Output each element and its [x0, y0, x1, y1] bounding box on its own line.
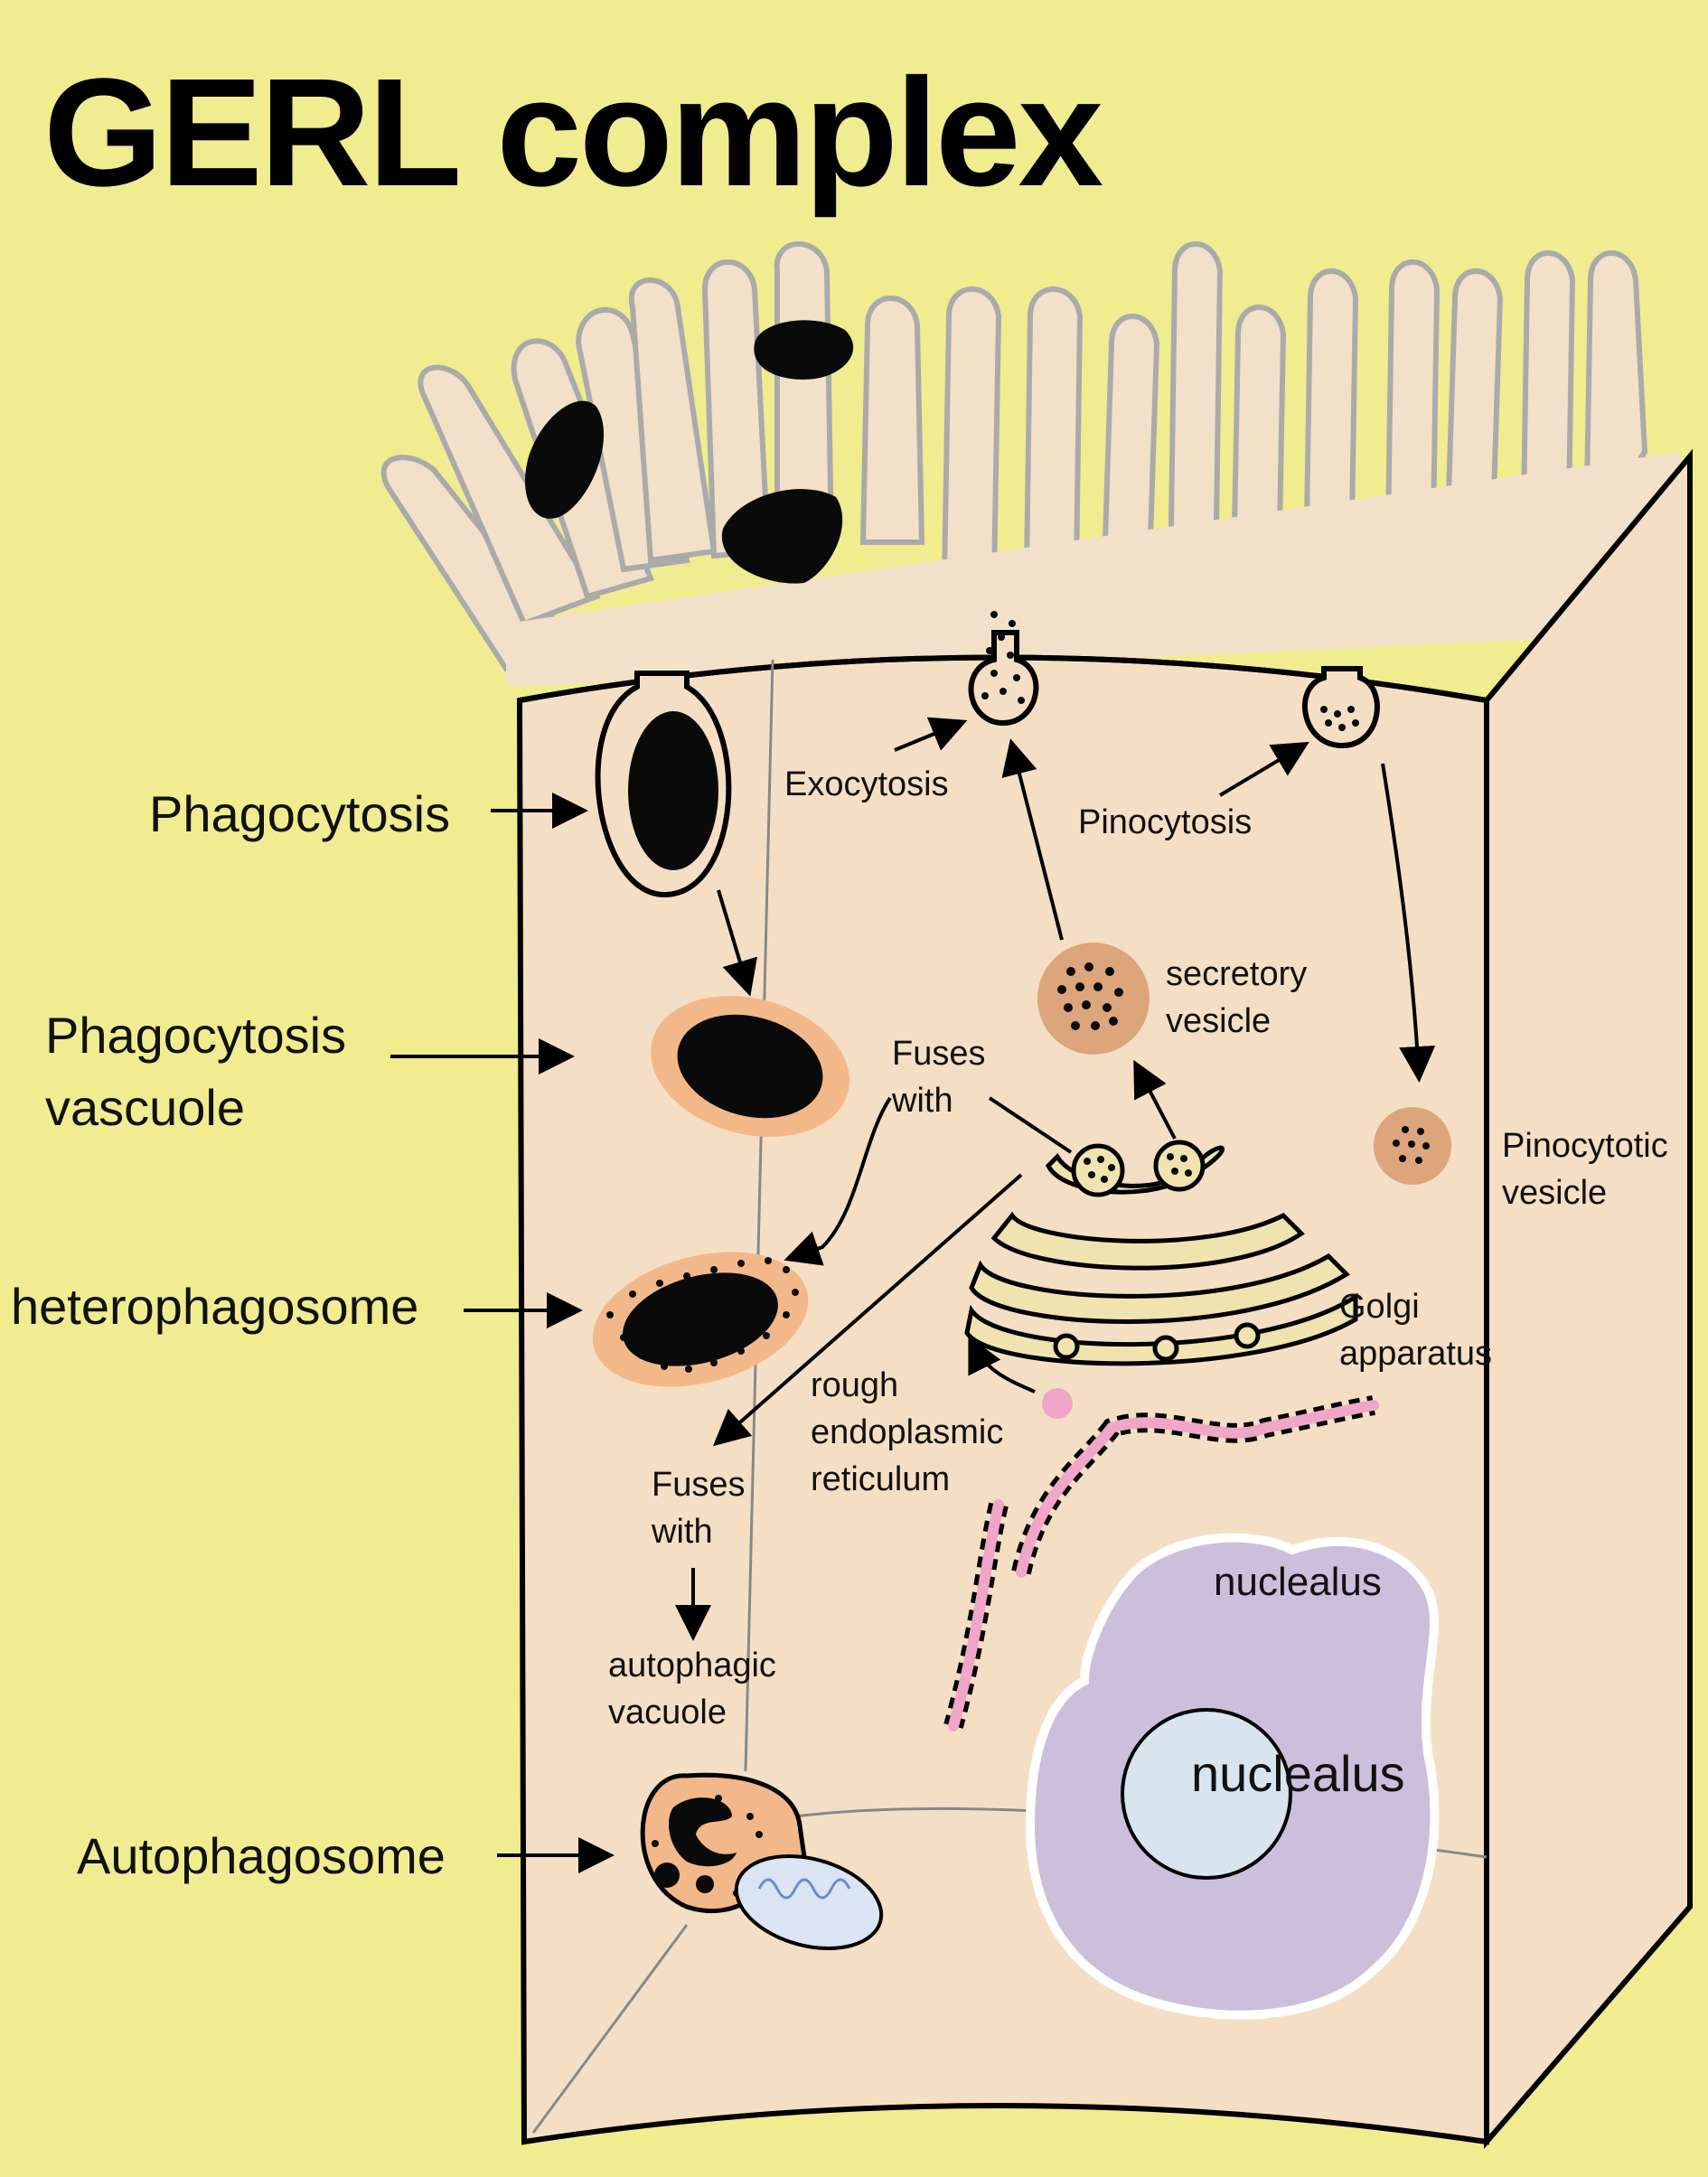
label-golgi-line1: Golgi — [1339, 1288, 1420, 1326]
secretory-vesicle — [1037, 943, 1150, 1055]
label-phagocytosis: Phagocytosis — [149, 785, 450, 842]
label-fuses-with-upper-line1: Fuses — [892, 1035, 985, 1073]
label-golgi-line2: apparatus — [1339, 1335, 1492, 1373]
label-secretory-vesicle-line1: secretory — [1166, 955, 1307, 993]
label-heterophagosome: heterophagosome — [11, 1278, 418, 1335]
label-fuses-with-lower-line1: Fuses — [652, 1466, 745, 1504]
label-rough-er-line1: rough — [811, 1366, 898, 1404]
label-fuses-with-lower-line2: with — [651, 1513, 713, 1551]
label-autophagic-vacuole-line2: vacuole — [608, 1694, 727, 1731]
label-fuses-with-upper-line2: with — [891, 1082, 953, 1120]
label-rough-er-line3: reticulum — [811, 1460, 950, 1498]
label-autophagic-vacuole-line1: autophagic — [608, 1647, 776, 1684]
golgi-vesicle-dots — [1084, 1153, 1192, 1183]
engulfed-particles — [525, 320, 854, 584]
heterophagosome — [592, 1252, 809, 1387]
label-exocytosis: Exocytosis — [784, 765, 949, 803]
labels: Phagocytosis Phagocytosis vascuole heter… — [11, 765, 1668, 1884]
label-phagocytosis-vacuole-line1: Phagocytosis — [45, 1007, 346, 1064]
label-pinocytotic-vesicle-line1: Pinocytotic — [1502, 1127, 1668, 1165]
page-title: GERL complex — [43, 47, 1103, 219]
microvilli — [380, 241, 1681, 687]
label-pinocytotic-vesicle-line2: vesicle — [1502, 1174, 1607, 1212]
phagocytosis-vacuole-entry — [595, 671, 732, 898]
label-phagocytosis-vacuole-line2: vascuole — [45, 1079, 245, 1136]
nucleolus — [1121, 1708, 1292, 1880]
label-secretory-vesicle-line2: vesicle — [1166, 1002, 1271, 1040]
pinocytotic-vesicle — [1374, 1107, 1451, 1185]
label-nucleolus: nuclealus — [1191, 1745, 1405, 1802]
phagocytosis-vacuole — [651, 995, 849, 1138]
rough-endoplasmic-reticulum — [943, 1388, 1379, 1731]
label-autophagosome: Autophagosome — [77, 1827, 446, 1884]
pinocytosis-vesicle — [1302, 666, 1380, 749]
nucleus — [1025, 1533, 1440, 2020]
arrows — [390, 717, 1436, 1873]
mitochondrion — [734, 1854, 884, 1950]
label-nucleus: nuclealus — [1214, 1560, 1382, 1604]
label-rough-er-line2: endoplasmic — [811, 1413, 1003, 1451]
autophagosome — [640, 1772, 884, 1950]
exocytosis-vesicle — [968, 611, 1039, 727]
label-pinocytosis: Pinocytosis — [1078, 803, 1252, 841]
